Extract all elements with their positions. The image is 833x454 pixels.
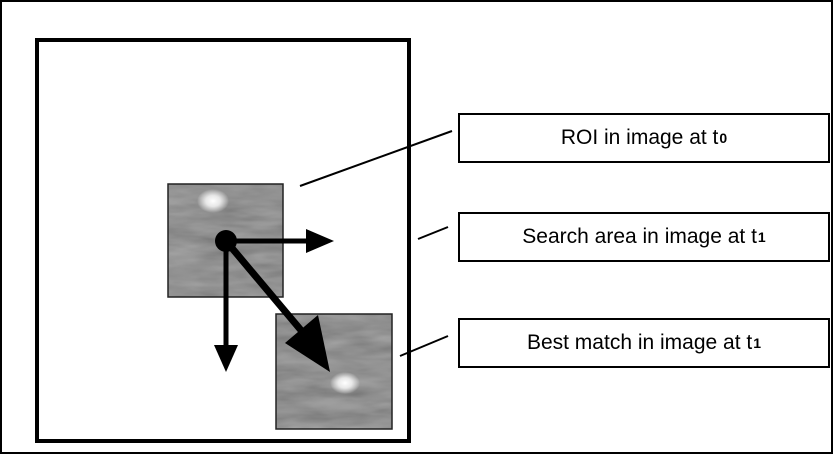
label-best-text: Best match in image at t — [526, 331, 753, 354]
leader-search — [417, 226, 449, 240]
leader-roi — [299, 130, 453, 187]
label-roi-text: ROI in image at t — [560, 126, 719, 149]
label-search-text: Search area in image at t — [522, 225, 757, 248]
label-search-subscript: 1 — [757, 229, 766, 245]
best-match-patch — [276, 314, 392, 429]
arrow-down — [214, 241, 238, 372]
label-roi-subscript: 0 — [719, 130, 728, 146]
image-frame — [35, 38, 411, 443]
arrow-right — [226, 229, 334, 253]
arrow-diagonal — [223, 238, 330, 372]
label-best-subscript: 1 — [753, 335, 762, 351]
leader-best — [399, 335, 449, 357]
